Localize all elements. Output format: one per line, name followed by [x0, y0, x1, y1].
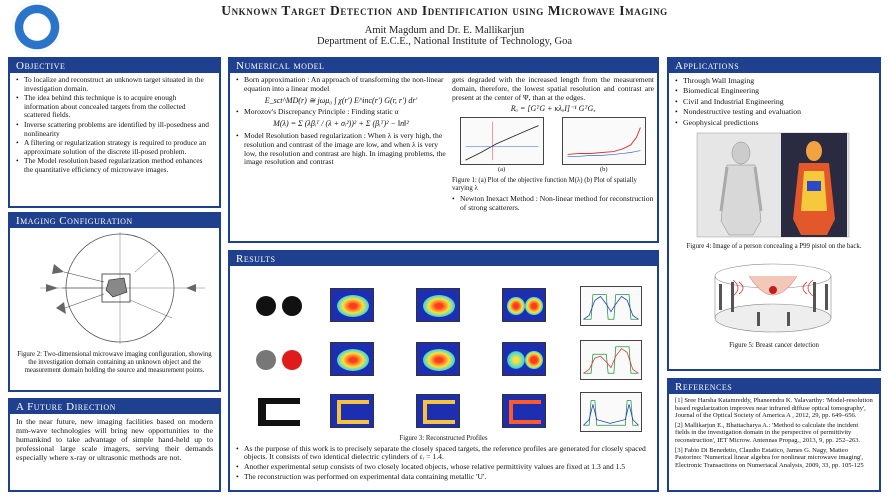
reference-cylinder [256, 296, 276, 316]
future-text: In the near future, new imaging faciliti… [16, 417, 213, 462]
list-item: Morozov's Discrepancy Principle : Findin… [236, 108, 446, 117]
resolution-text: gets degraded with the increased length … [452, 75, 654, 102]
figure-3-profiles [230, 266, 657, 432]
permittivity-profile-plot [580, 286, 642, 326]
reference-cylinder [282, 296, 302, 316]
poster-title: Unknown Target Detection and Identificat… [221, 3, 668, 18]
objective-function-plot [460, 117, 544, 166]
reconstruction-heatmap [416, 342, 460, 376]
list-item: Civil and Industrial Engineering [675, 97, 873, 107]
results-panel: Results [228, 250, 659, 492]
applications-panel: Applications Through Wall Imaging Biomed… [667, 57, 881, 371]
reconstruction-heatmap [330, 288, 374, 322]
figure-3-caption: Figure 3: Reconstructed Profiles [399, 435, 488, 442]
imaging-caption: Figure 2: Two-dimensional microwave imag… [17, 351, 212, 374]
list-item: Model Resolution based regularization : … [236, 131, 446, 167]
reconstruction-heatmap [330, 394, 374, 428]
permittivity-profile-plot [580, 340, 642, 380]
reconstruction-heatmap [330, 342, 374, 376]
objective-title: Objective [10, 59, 219, 73]
metallic-u-reference [258, 398, 300, 426]
poster-authors: Amit Magdum and Dr. E. Mallikarjun [364, 25, 525, 36]
spatial-lambda-plot [562, 117, 646, 166]
breast-cancer-detection-diagram [714, 263, 832, 333]
poster-header: Unknown Target Detection and Identificat… [0, 0, 889, 56]
references-title: References [669, 380, 879, 394]
reference-cylinder [256, 350, 276, 370]
figure-1b-label: (b) [600, 166, 608, 174]
reconstruction-heatmap [502, 288, 546, 322]
imaging-configuration-diagram [40, 232, 205, 344]
figure-1a-label: (a) [498, 166, 506, 174]
poster-affiliation: Department of E.C.E., National Institute… [317, 36, 572, 47]
reference-item: [3] Fabio Di Benedetto, Claudio Estatico… [675, 446, 864, 469]
list-item: Nondestructive testing and evaluation [675, 107, 873, 117]
concealed-weapon-image [696, 132, 850, 238]
objective-panel: Objective To localize and reconstruct an… [8, 57, 221, 208]
imaging-panel: Imaging Configuration Figure 2: Two-dime… [8, 212, 221, 392]
objective-list: To localize and reconstruct an unknown t… [16, 75, 213, 175]
list-item: Born approximation : An approach of tran… [236, 75, 446, 94]
resolution-equation: Rₐ = [GᵀG + κλₐI]⁻¹ GᵀG, [510, 104, 596, 114]
figure-4-caption: Figure 4: Image of a person concealing a… [686, 243, 862, 251]
list-item: A filtering or regularization strategy i… [16, 138, 213, 156]
reconstruction-heatmap [502, 394, 546, 428]
reconstruction-heatmap [416, 394, 460, 428]
list-item: Inverse scattering problems are identifi… [16, 120, 213, 138]
list-item: The reconstruction was performed on expe… [236, 472, 651, 482]
reconstruction-heatmap [416, 288, 460, 322]
numerical-title: Numerical model [230, 59, 657, 73]
imaging-title: Imaging Configuration [10, 214, 219, 228]
figure-5-caption: Figure 5: Breast cancer detection [729, 341, 819, 349]
permittivity-profile-plot [580, 392, 642, 432]
reconstruction-heatmap [502, 342, 546, 376]
institute-logo-icon [12, 2, 62, 52]
figure-1-caption: Figure 1: (a) Plot of the objective func… [452, 177, 637, 192]
future-title: A Future Direction [10, 400, 219, 414]
reference-item: [2] Mallikarjun E., Bhattacharya A.: 'Me… [675, 421, 861, 444]
results-list: As the purpose of this work is to precis… [236, 444, 651, 482]
list-item: The Model resolution based regularizatio… [16, 156, 213, 174]
numerical-panel: Numerical model Born approximation : An … [228, 57, 659, 243]
list-item: As the purpose of this work is to precis… [236, 444, 651, 462]
morozov-equation: M(λ) = Σ (λβᵢᵀ / (λ + σᵢ²))² + Σ (βᵢᵀ)² … [273, 119, 409, 129]
list-item: To localize and reconstruct an unknown t… [16, 75, 213, 93]
references-panel: References [1] Sree Harsha Katamreddy, P… [667, 378, 881, 492]
list-item: Geophysical predictions [675, 118, 873, 128]
reference-cylinder [282, 350, 302, 370]
list-item: Another experimental setup consists of t… [236, 462, 651, 472]
list-item: The idea behind this technique is to acq… [16, 93, 213, 120]
results-title: Results [230, 252, 657, 266]
list-item: Through Wall Imaging [675, 76, 873, 86]
numerical-column-1: Born approximation : An approach of tran… [236, 75, 446, 168]
list-item: Newton Inexact Method : Non-linear metho… [452, 194, 654, 213]
numerical-column-2: gets degraded with the increased length … [452, 75, 654, 213]
applications-list: Through Wall Imaging Biomedical Engineer… [675, 76, 873, 127]
applications-title: Applications [669, 59, 879, 73]
figure-1-plots: (a) (b) [452, 117, 654, 175]
reference-item: [1] Sree Harsha Katamreddy, Phaneendra K… [675, 397, 873, 420]
future-panel: A Future Direction In the near future, n… [8, 398, 221, 492]
list-item: Biomedical Engineering [675, 86, 873, 96]
born-equation: E_sct^MD(r) ≅ jωμ₀ ∫ χ(r′) E^inc(r′) G(r… [264, 95, 418, 105]
